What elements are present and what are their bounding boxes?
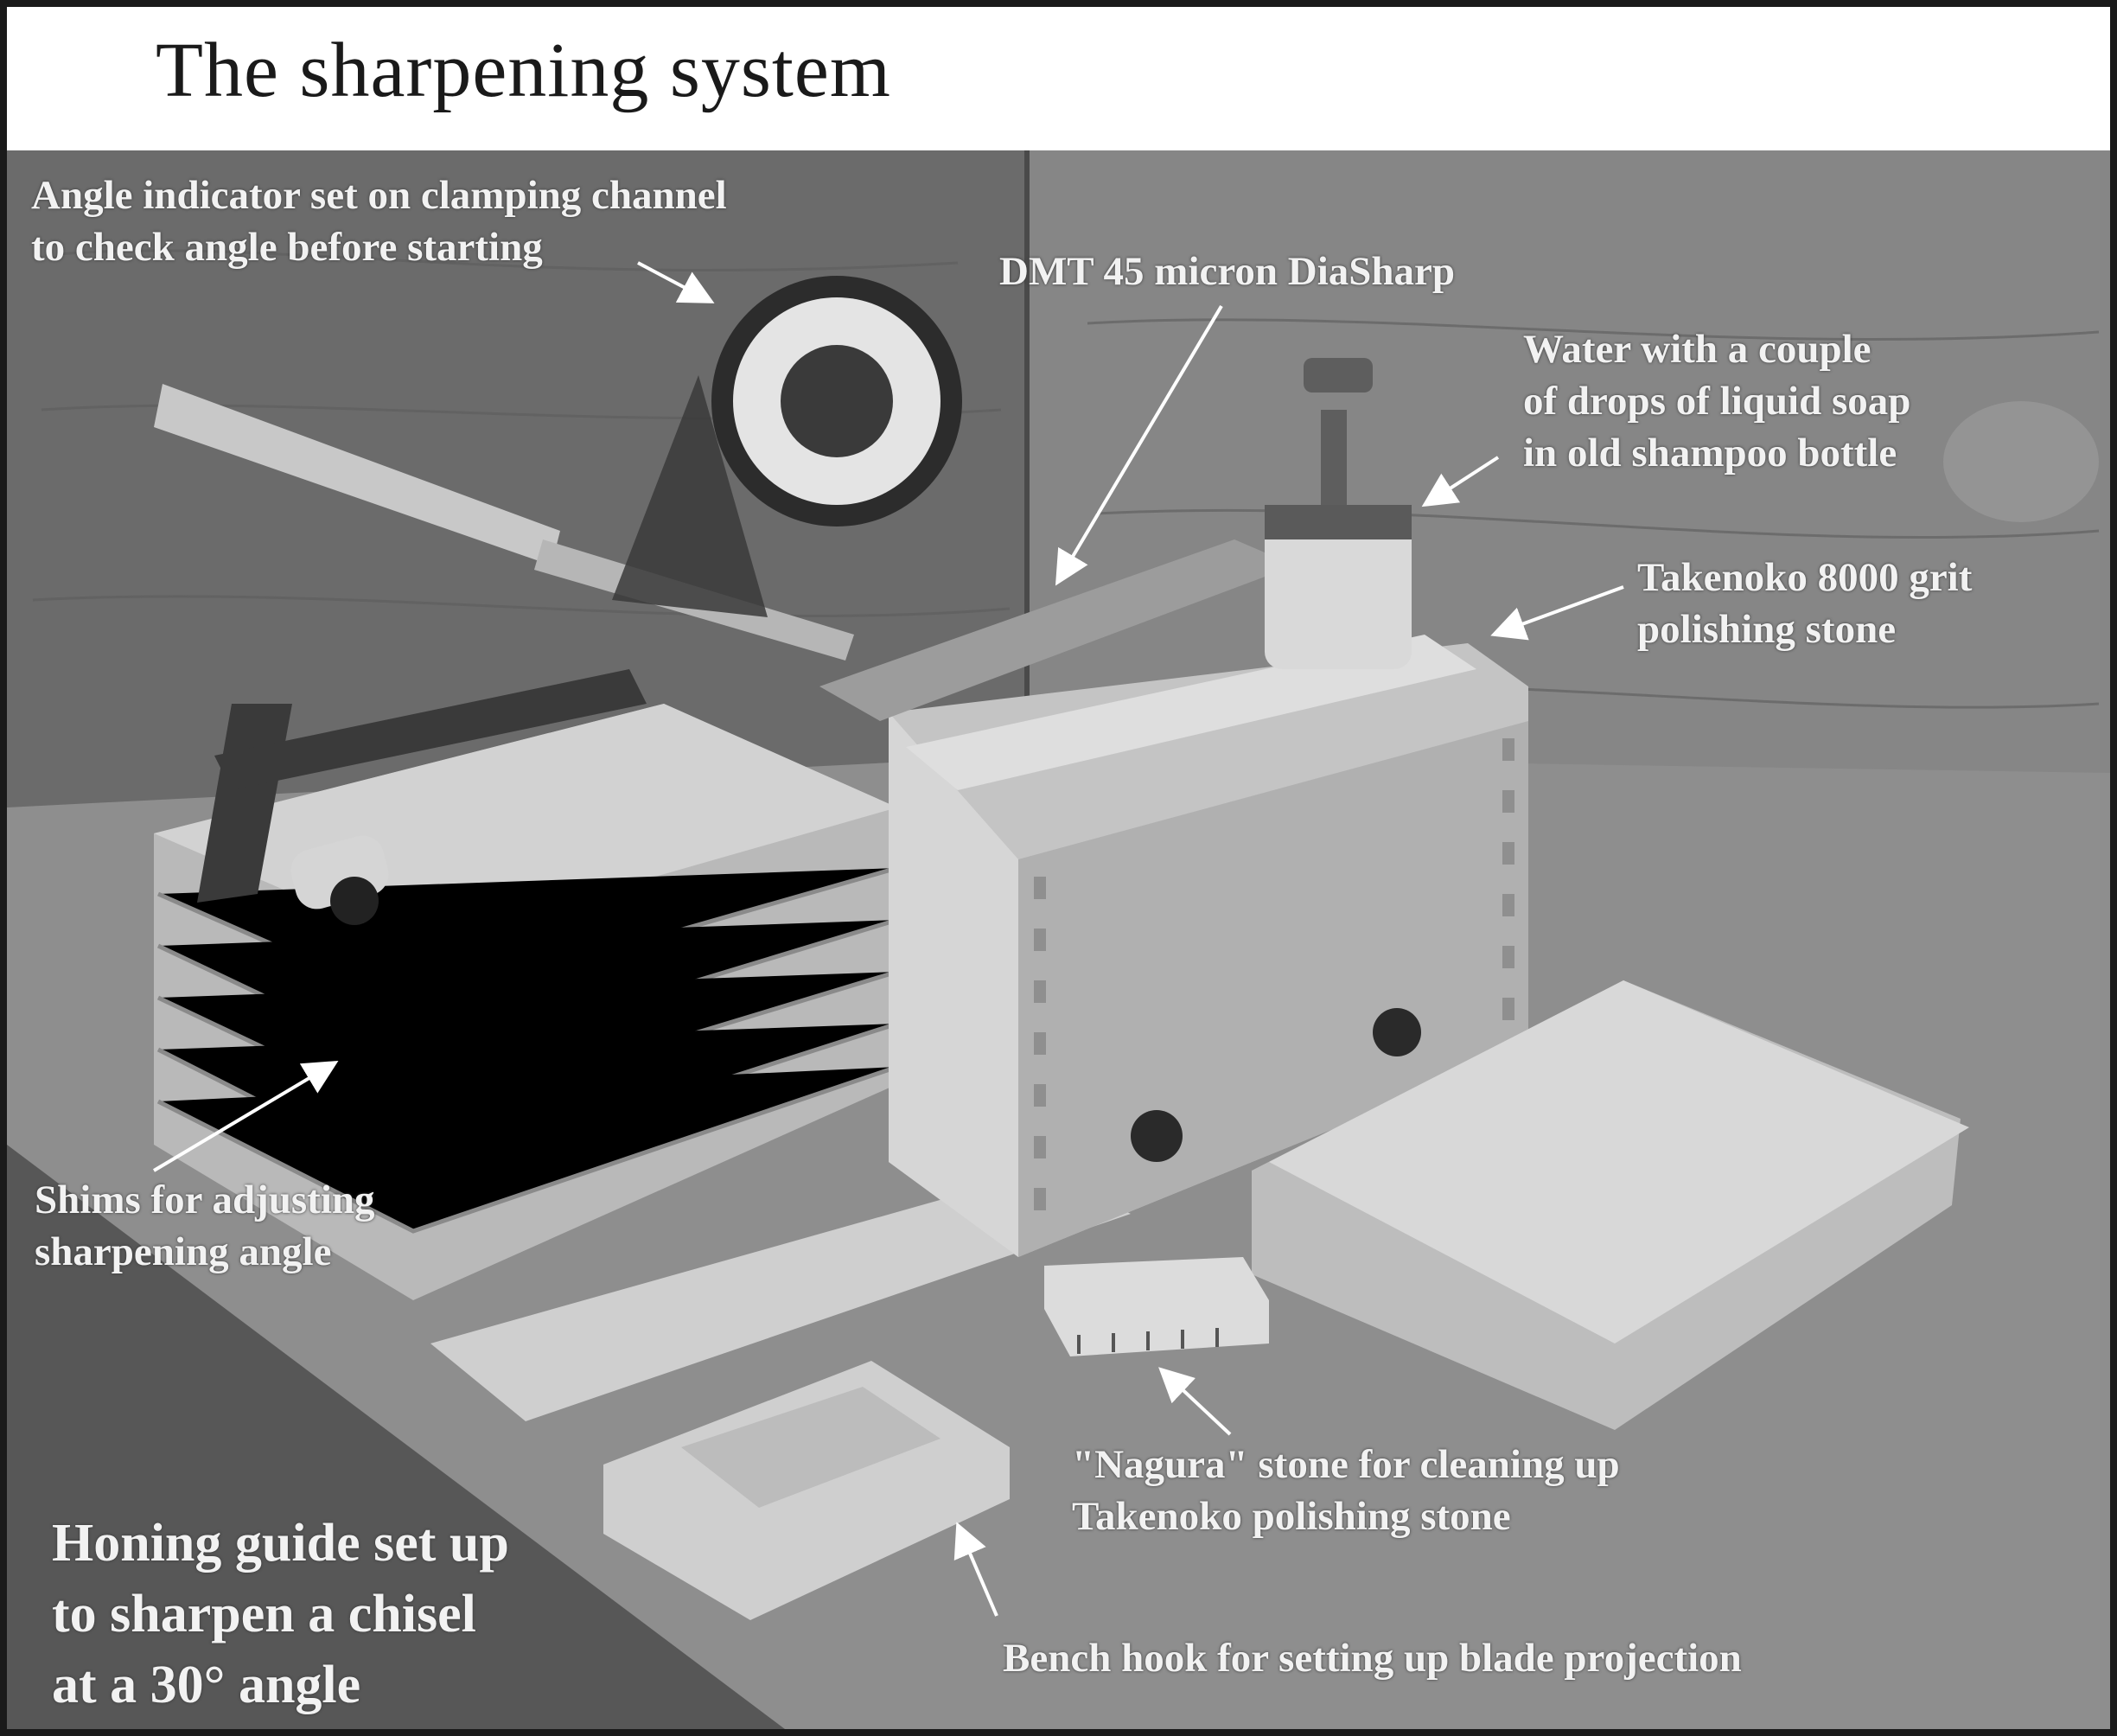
label-line: DMT 45 micron DiaSharp xyxy=(999,249,1456,294)
title-band: The sharpening system xyxy=(7,7,2110,150)
chisel-handle xyxy=(154,384,560,565)
label-water: Water with a couple of drops of liquid s… xyxy=(1523,323,1910,479)
label-line: sharpening angle xyxy=(35,1229,332,1274)
label-line: of drops of liquid soap xyxy=(1523,379,1911,424)
annotation-arrows xyxy=(152,261,1624,1617)
label-nagura: "Nagura" stone for cleaning up Takenoko … xyxy=(1072,1439,1620,1542)
label-shims: Shims for adjusting sharpening angle xyxy=(35,1174,375,1278)
label-line: polishing stone xyxy=(1637,607,1897,652)
sharpening-system-photo: Angle indicator set on clamping channel … xyxy=(7,150,2110,1729)
label-line: Angle indicator set on clamping channel xyxy=(31,173,727,218)
takenoko-stone xyxy=(906,635,1476,790)
label-line: "Nagura" stone for cleaning up xyxy=(1072,1442,1620,1487)
dmt-plate xyxy=(819,539,1295,721)
page-title: The sharpening system xyxy=(156,28,891,113)
label-bench-hook: Bench hook for setting up blade projecti… xyxy=(1003,1632,1742,1684)
label-takenoko: Takenoko 8000 grit polishing stone xyxy=(1637,552,1972,655)
label-line: Water with a couple xyxy=(1523,327,1872,372)
label-honing-guide: Honing guide set up to sharpen a chisel … xyxy=(52,1508,509,1720)
label-line: to check angle before starting xyxy=(31,225,543,270)
label-line: at a 30° angle xyxy=(52,1656,361,1714)
label-line: Shims for adjusting xyxy=(35,1178,375,1222)
label-line: Takenoko 8000 grit xyxy=(1637,555,1973,600)
label-dmt: DMT 45 micron DiaSharp xyxy=(999,246,1455,297)
photo-illustration xyxy=(7,150,2110,1729)
label-line: in old shampoo bottle xyxy=(1523,431,1897,475)
label-line: Bench hook for setting up blade projecti… xyxy=(1003,1636,1742,1681)
label-line: Takenoko polishing stone xyxy=(1072,1494,1511,1539)
label-line: to sharpen a chisel xyxy=(52,1585,476,1643)
label-angle-indicator: Angle indicator set on clamping channel … xyxy=(31,169,727,273)
base-plate xyxy=(430,1171,1131,1421)
label-line: Honing guide set up xyxy=(52,1514,509,1573)
nagura-stone xyxy=(1044,1257,1269,1356)
shampoo-bottle xyxy=(1265,505,1412,669)
